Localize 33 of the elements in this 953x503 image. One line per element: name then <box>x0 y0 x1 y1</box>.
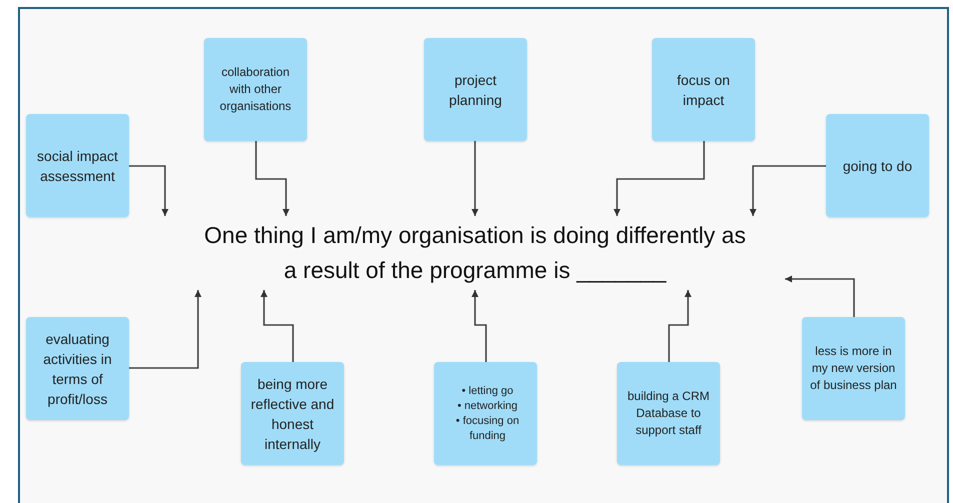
sticky-note <box>204 38 307 141</box>
list-item: • networking <box>456 398 519 414</box>
sticky-note <box>26 114 129 217</box>
sticky-note <box>241 362 344 465</box>
connector-arrow <box>129 165 168 216</box>
sticky-note <box>617 362 720 465</box>
sticky-note <box>26 317 129 420</box>
note-text: being more reflective and honest internally <box>250 374 336 454</box>
connector-arrow <box>785 276 855 317</box>
connector-arrow <box>472 141 478 216</box>
sticky-note <box>652 38 755 141</box>
note-text: evaluating activities in terms of profit/loss <box>42 330 113 408</box>
connector-arrow <box>614 141 705 216</box>
note-text: collaboration with other organisations <box>218 64 292 115</box>
list-item: • letting go <box>460 384 514 398</box>
sticky-note <box>826 114 929 217</box>
connector-arrow <box>260 290 294 362</box>
sticky-note <box>434 362 537 465</box>
sticky-note <box>424 38 527 141</box>
list-item: • focusing on funding <box>454 414 520 444</box>
sticky-note <box>802 317 905 420</box>
connector-arrow <box>472 290 487 362</box>
note-text: going to do <box>842 156 912 176</box>
note-text: focus on impact <box>676 70 731 110</box>
prompt-text: One thing I am/my organisation is doing differently as a result of the programme is _______ <box>165 216 785 290</box>
connector-arrow <box>129 290 202 369</box>
note-text: building a CRM Database to support staff <box>626 388 711 439</box>
note-text: social impact assessment <box>36 146 119 186</box>
connector-arrow <box>255 141 290 216</box>
note-text: project planning <box>448 70 503 110</box>
connector-arrow <box>750 165 826 216</box>
connector-arrow <box>668 290 692 362</box>
note-text: less is more in my new version of business plan <box>809 343 898 394</box>
